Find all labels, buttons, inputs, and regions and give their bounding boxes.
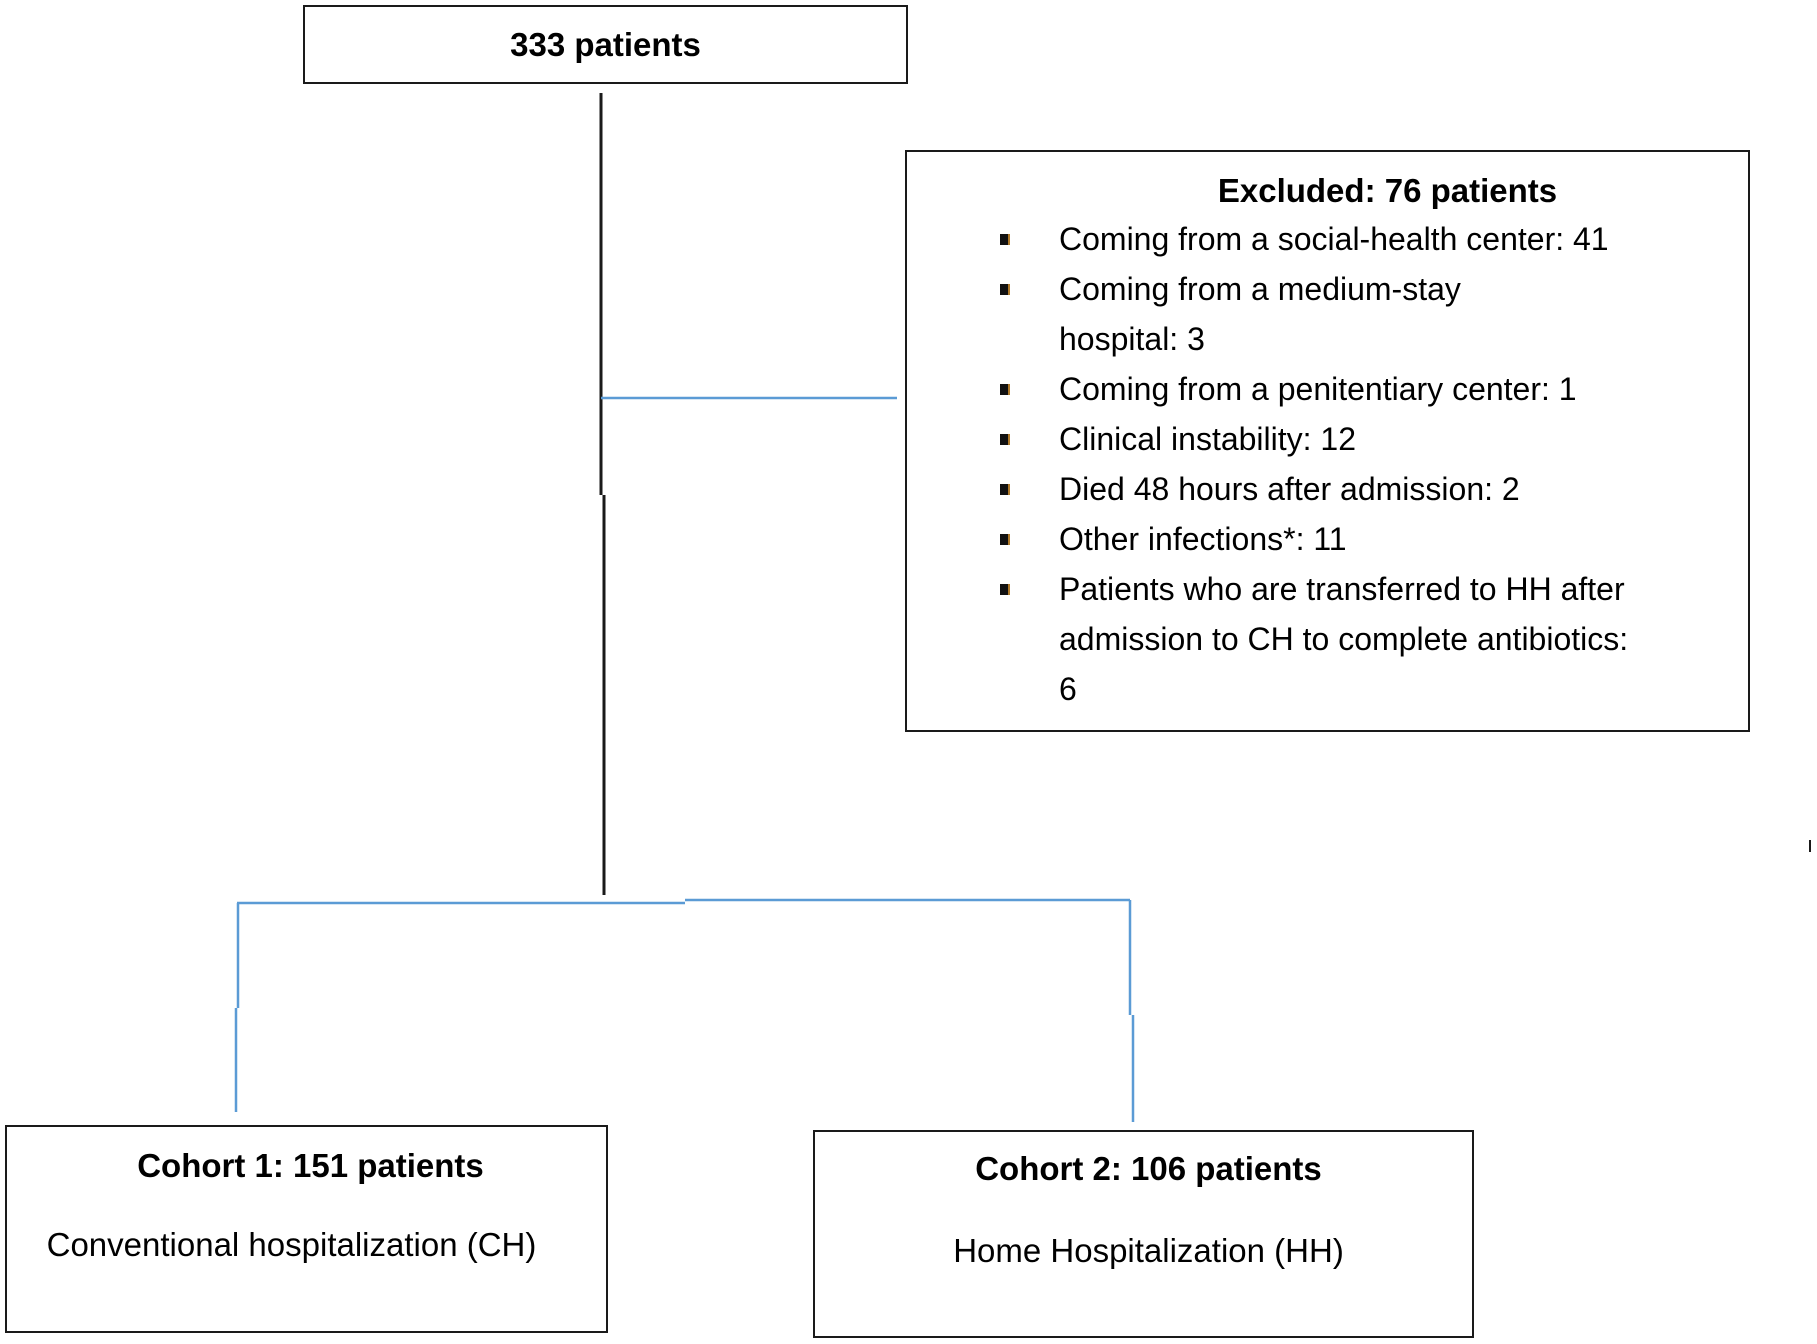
- square-bullet-icon: [1000, 484, 1010, 495]
- excluded-reasons-list: Coming from a social-health center: 41 C…: [907, 214, 1748, 714]
- cohort1-box: Cohort 1: 151 patients Conventional hosp…: [5, 1125, 608, 1333]
- cohort2-subtitle: Home Hospitalization (HH): [953, 1232, 1344, 1269]
- excluded-reason-item: Coming from a social-health center: 41: [907, 214, 1748, 264]
- total-patients-box: 333 patients: [303, 5, 908, 84]
- square-bullet-icon: [1000, 384, 1010, 395]
- square-bullet-icon: [1000, 584, 1010, 595]
- excluded-reason-text: Coming from a social-health center: 41: [1059, 221, 1609, 257]
- excluded-reason-item: Other infections*: 11: [907, 514, 1748, 564]
- excluded-reason-text: Patients who are transferred to HH after…: [1059, 571, 1629, 707]
- cohort1-subtitle: Conventional hospitalization (CH): [46, 1226, 537, 1263]
- excluded-reason-item: Coming from a medium-stay hospital: 3: [907, 264, 1748, 364]
- excluded-box: Excluded: 76 patients Coming from a soci…: [905, 150, 1750, 732]
- excluded-reason-item: Coming from a penitentiary center: 1: [907, 364, 1748, 414]
- excluded-reason-text: Coming from a medium-stay hospital: 3: [1059, 271, 1461, 357]
- total-patients-label: 333 patients: [510, 25, 701, 63]
- square-bullet-icon: [1000, 234, 1010, 245]
- cohort1-title: Cohort 1: 151 patients: [137, 1147, 484, 1184]
- cohort2-box: Cohort 2: 106 patients Home Hospitalizat…: [813, 1130, 1474, 1338]
- square-bullet-icon: [1000, 534, 1010, 545]
- cohort2-title: Cohort 2: 106 patients: [975, 1150, 1322, 1187]
- excluded-reason-item: Died 48 hours after admission: 2: [907, 464, 1748, 514]
- square-bullet-icon: [1000, 284, 1010, 295]
- excluded-reason-text: Other infections*: 11: [1059, 521, 1347, 557]
- excluded-title: Excluded: 76 patients: [1217, 172, 1558, 209]
- excluded-reason-item: Clinical instability: 12: [907, 414, 1748, 464]
- excluded-reason-text: Coming from a penitentiary center: 1: [1059, 371, 1577, 407]
- square-bullet-icon: [1000, 434, 1010, 445]
- excluded-reason-item: Patients who are transferred to HH after…: [907, 564, 1748, 714]
- excluded-reason-text: Died 48 hours after admission: 2: [1059, 471, 1520, 507]
- excluded-reason-text: Clinical instability: 12: [1059, 421, 1357, 457]
